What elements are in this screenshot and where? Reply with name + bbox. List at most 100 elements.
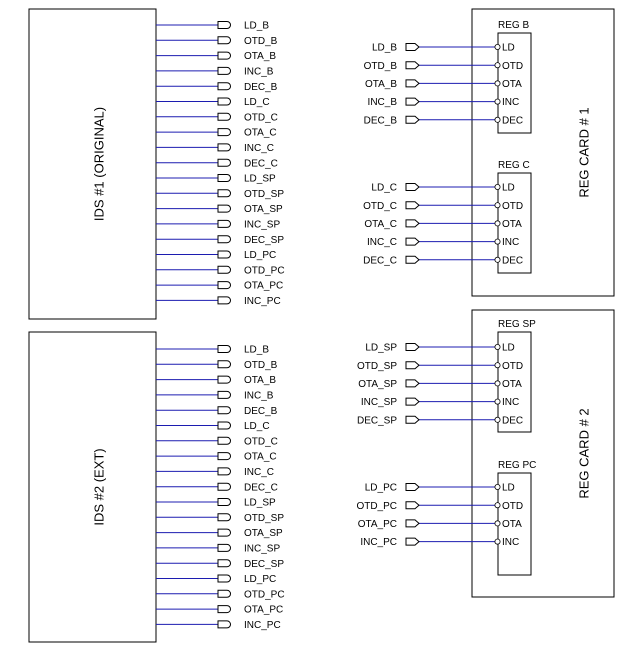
reg-card-1-reg-c-pin-bubble-inc	[494, 238, 501, 245]
reg-card-2-reg-pc-input-label-otd-pc: OTD_PC	[356, 501, 397, 512]
reg-card-1-reg-c-pin-bubble-otd	[494, 202, 501, 209]
reg-card-1-reg-b-input-label-ld-b: LD_B	[372, 43, 397, 54]
reg-card-2-reg-sp-input-label-dec-sp: DEC_SP	[357, 415, 397, 426]
reg-card-1-reg-b-input-flag-ota-b	[405, 79, 420, 88]
ids1-terminal-otd-sp	[217, 189, 231, 198]
reg-card-2-reg-sp-box	[497, 331, 532, 433]
ids1-label-inc-c: INC_C	[244, 143, 274, 154]
reg-card-1-reg-c-pin-ld: LD	[502, 183, 515, 194]
reg-card-2-reg-sp-input-flag-ld-sp	[405, 343, 420, 351]
ids2-label-inc-pc: INC_PC	[244, 620, 281, 631]
ids2-terminal-ota-b	[217, 375, 231, 384]
reg-card-2-reg-sp-pin-ota: OTA	[502, 379, 522, 390]
ids1-label-otd-pc: OTD_PC	[244, 265, 285, 276]
reg-card-1-reg-b-pin-bubble-ota	[494, 80, 501, 87]
reg-card-1-reg-b-title: REG B	[498, 20, 529, 31]
reg-card-1-reg-b-pin-dec: DEC	[502, 115, 523, 126]
ids1-label-otd-b: OTD_B	[244, 36, 278, 47]
reg-card-1-reg-b-pin-bubble-dec	[494, 116, 501, 123]
ids2-terminal-inc-c	[217, 467, 231, 476]
ids1-label-ld-pc: LD_PC	[244, 250, 276, 261]
reg-card-1-reg-b-input-label-otd-b: OTD_B	[364, 61, 398, 72]
ids1-terminal-inc-pc	[217, 296, 231, 305]
reg-card-2-reg-pc-input-flag-ota-pc	[405, 519, 420, 528]
ids2-label-otd-sp: OTD_SP	[244, 513, 284, 524]
ids2-label-ota-sp: OTA_SP	[244, 528, 283, 539]
ids1-label-ld-b: LD_B	[244, 21, 269, 32]
ids2-terminal-otd-b	[217, 360, 231, 369]
reg-card-1-reg-b-input-flag-inc-b	[405, 97, 420, 106]
reg-card-1-reg-b-input-flag-dec-b	[405, 115, 420, 124]
reg-card-2-reg-sp-input-flag-inc-sp	[405, 397, 420, 406]
reg-card-2-reg-pc-pin-inc: INC	[502, 537, 519, 548]
ids2-terminal-inc-b	[217, 390, 231, 399]
reg-card-1-reg-c-pin-otd: OTD	[502, 201, 523, 212]
reg-card-1-reg-c-input-label-ld-c: LD_C	[371, 183, 397, 194]
reg-card-2-reg-sp-pin-ld: LD	[502, 343, 515, 354]
ids2-terminal-dec-c	[217, 482, 231, 491]
ids1-terminal-ota-c	[217, 128, 231, 137]
reg-card-2-reg-sp-input-flag-otd-sp	[405, 361, 420, 370]
ids2-block	[28, 331, 157, 643]
ids1-label-dec-sp: DEC_SP	[244, 235, 284, 246]
reg-card-1-reg-c-input-label-dec-c: DEC_C	[363, 255, 397, 266]
reg-card-2-reg-sp-pin-dec: DEC	[502, 415, 523, 426]
reg-card-2-reg-pc-title: REG PC	[498, 460, 536, 471]
reg-card-2-reg-pc-pin-ota: OTA	[502, 519, 522, 530]
ids1-terminal-inc-sp	[217, 219, 231, 228]
reg-card-2-reg-pc-input-label-inc-pc: INC_PC	[360, 537, 397, 548]
reg-card-2-reg-sp-pin-bubble-otd	[494, 362, 501, 369]
ids2-label-ld-b: LD_B	[244, 345, 269, 356]
ids2-label-dec-sp: DEC_SP	[244, 559, 284, 570]
reg-card-1-reg-c-pin-inc: INC	[502, 237, 519, 248]
reg-card-1	[471, 8, 615, 297]
reg-card-1-reg-b-input-label-inc-b: INC_B	[368, 97, 398, 108]
reg-card-2-reg-sp-input-flag-dec-sp	[405, 415, 420, 424]
ids2-terminal-ota-c	[217, 452, 231, 461]
reg-card-2-reg-sp-input-label-ota-sp: OTA_SP	[358, 379, 397, 390]
ids2-terminal-ld-pc	[217, 574, 231, 583]
ids1-terminal-dec-sp	[217, 235, 231, 244]
ids2-label-otd-b: OTD_B	[244, 360, 278, 371]
reg-card-1-reg-c-input-label-otd-c: OTD_C	[363, 201, 397, 212]
reg-card-2-reg-pc-pin-bubble-inc	[494, 538, 501, 545]
ids1-label-otd-sp: OTD_SP	[244, 189, 284, 200]
ids1-terminal-ota-b	[217, 51, 231, 60]
ids2-terminal-otd-sp	[217, 513, 231, 522]
reg-card-1-reg-c-input-flag-ota-c	[405, 219, 420, 228]
reg-card-2-reg-sp-title: REG SP	[498, 319, 536, 330]
labels-layer: IDS #1 (ORIGINAL)LD_BOTD_BOTA_BINC_BDEC_…	[92, 20, 592, 631]
reg-card-1-reg-c-input-label-inc-c: INC_C	[367, 237, 397, 248]
reg-card-1-reg-c-pin-ota: OTA	[502, 219, 522, 230]
reg-card-1-reg-b-pin-bubble-otd	[494, 62, 501, 69]
ids2-terminal-ld-c	[217, 421, 231, 430]
reg-card-1-reg-c-pin-bubble-ota	[494, 220, 501, 227]
reg-card-2-reg-sp-input-flag-ota-sp	[405, 379, 420, 388]
ids2-terminal-dec-sp	[217, 559, 231, 568]
reg-card-2-reg-pc-pin-bubble-otd	[494, 502, 501, 509]
ids2-label-dec-c: DEC_C	[244, 482, 278, 493]
ids1-terminal-ld-c	[217, 97, 231, 106]
ids2-title: IDS #2 (EXT)	[92, 448, 107, 525]
reg-card-1-reg-c-pin-dec: DEC	[502, 255, 523, 266]
ids2-label-ld-c: LD_C	[244, 421, 270, 432]
ids2-label-otd-pc: OTD_PC	[244, 589, 285, 600]
reg-card-1-reg-b-pin-ota: OTA	[502, 79, 522, 90]
reg-card-2-reg-pc-input-label-ota-pc: OTA_PC	[358, 519, 397, 530]
ids2-terminal-otd-pc	[217, 589, 231, 598]
ids1-label-inc-b: INC_B	[244, 67, 274, 78]
reg-card-2-reg-pc-input-flag-ld-pc	[405, 483, 420, 491]
reg-card-1-reg-c-box	[497, 172, 532, 274]
ids2-terminal-dec-b	[217, 406, 231, 415]
reg-card-2-reg-sp-input-label-otd-sp: OTD_SP	[357, 361, 397, 372]
reg-card-1-reg-c-pin-bubble-dec	[494, 256, 501, 263]
terminals-layer	[217, 21, 501, 629]
ids1-terminal-otd-b	[217, 36, 231, 45]
ids1-label-ld-c: LD_C	[244, 97, 270, 108]
reg-card-2-reg-sp-input-label-ld-sp: LD_SP	[365, 343, 397, 354]
ids2-label-ota-b: OTA_B	[244, 375, 276, 386]
reg-card-2-reg-sp-pin-otd: OTD	[502, 361, 523, 372]
ids1-label-inc-sp: INC_SP	[244, 220, 280, 231]
ids2-label-ota-pc: OTA_PC	[244, 605, 283, 616]
